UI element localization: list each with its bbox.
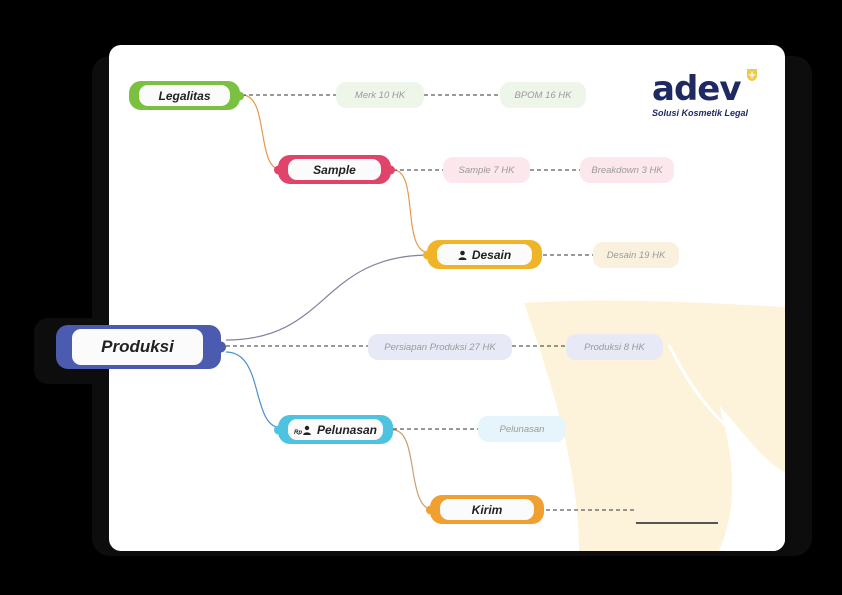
brand-logo: adev Solusi Kosmetik Legal <box>652 69 757 118</box>
person-icon <box>458 250 467 260</box>
node-legalitas: Legalitas <box>129 81 244 110</box>
divider-line <box>636 522 718 524</box>
node-sample: Sample <box>274 155 395 184</box>
connector-cap <box>274 425 283 434</box>
root-node-produksi: Produksi <box>56 325 226 369</box>
node-desain: Desain <box>423 240 542 269</box>
rupiah-person-icon: Rp <box>294 425 311 435</box>
step-pelunasan: Pelunasan <box>478 416 566 442</box>
connector-cap <box>423 250 432 259</box>
node-label: Kirim <box>471 502 503 517</box>
step-desain: Desain 19 HK <box>593 242 679 268</box>
step-persiapan-produksi: Persiapan Produksi 27 HK <box>368 334 512 360</box>
node-label: Legalitas <box>158 88 211 103</box>
brand-tagline: Solusi Kosmetik Legal <box>652 108 749 118</box>
step-bpom: BPOM 16 HK <box>500 82 586 108</box>
root-label: Produksi <box>101 337 174 356</box>
sparkle-icon <box>747 69 757 81</box>
step-sample: Sample 7 HK <box>443 157 530 183</box>
brand-name: adev <box>652 69 742 109</box>
node-pelunasan: Rp Pelunasan <box>274 415 393 444</box>
connector-cap <box>386 165 395 174</box>
connector-cap <box>235 91 244 100</box>
svg-text:Rp: Rp <box>294 430 302 435</box>
connector-cap <box>426 505 435 514</box>
connector-cap <box>274 165 283 174</box>
node-label: Desain <box>471 247 512 262</box>
decorative-shape <box>524 300 785 551</box>
connector-cap <box>215 341 226 353</box>
node-label: Sample <box>313 162 356 177</box>
node-kirim: Kirim <box>426 495 544 524</box>
mindmap-card <box>109 45 785 551</box>
step-breakdown: Breakdown 3 HK <box>580 157 674 183</box>
step-merk: Merk 10 HK <box>336 82 424 108</box>
step-produksi: Produksi 8 HK <box>566 334 663 360</box>
node-label: Pelunasan <box>316 422 378 437</box>
